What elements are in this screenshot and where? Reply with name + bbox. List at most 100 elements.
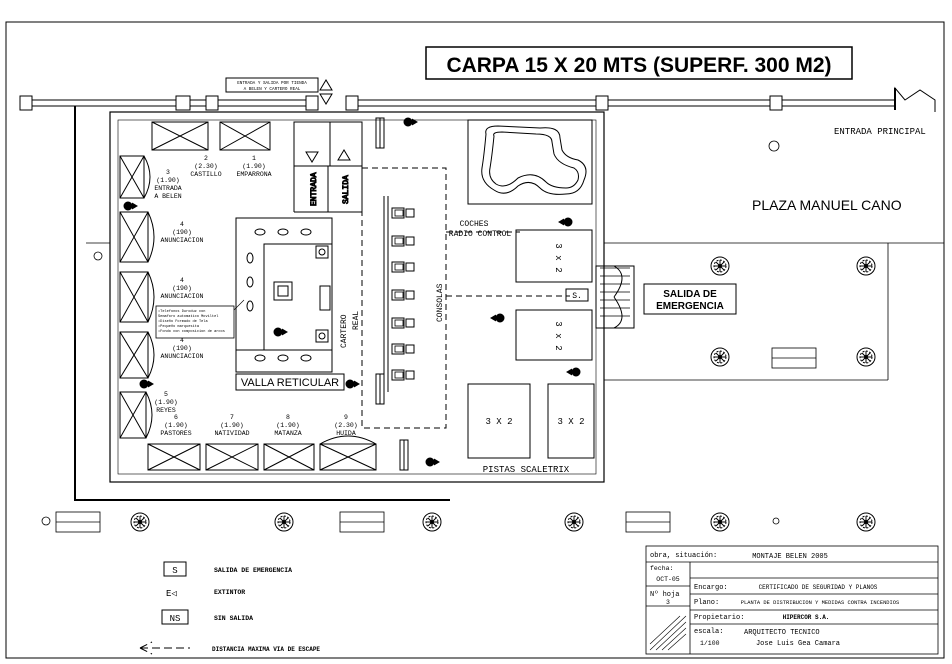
scene-7-h: (1.90) [220, 422, 243, 429]
benches [375, 117, 409, 471]
sheet-frame [5, 21, 945, 659]
tb-obra-value: MONTAJE BELEN 2005 [752, 553, 828, 561]
mesa-rc-2: 3 x 2 [515, 309, 593, 361]
entrance-corridor: ENTRADA SALIDA [293, 121, 363, 213]
tb-arquitecto-value: Jose Luis Gea Camara [756, 640, 840, 648]
scene-4a-name: ANUNCIACION [161, 237, 204, 244]
scene-4a-h: (190) [172, 229, 192, 236]
telefono-note: •Telefonos Duroduz con Semaforo automati… [155, 299, 245, 339]
telefono-note-4: •Pequeño marquesita [158, 324, 200, 329]
scene-1-h: (1.90) [242, 163, 265, 170]
title-box: CARPA 15 X 20 MTS (SUPERF. 300 M2) [425, 46, 853, 80]
scene-5-num: 5 [164, 391, 168, 398]
scene-5-name: REYES [156, 407, 176, 414]
mesa-rc-2-c: 2 [553, 345, 563, 350]
entrance-note-line-1: ENTRADA Y SALIDA POR TIENDA [237, 81, 307, 86]
title-block-text: obra, situación: MONTAJE BELEN 2005 fech… [650, 552, 899, 648]
salida-emergencia-line-1: SALIDA DE [663, 289, 717, 300]
scene-1-name: EMPARRONA [236, 171, 271, 178]
racetrack [467, 119, 593, 205]
salida-label: SALIDA [342, 175, 351, 204]
title-block [645, 545, 939, 655]
scene-7-num: 7 [230, 414, 234, 421]
legend-text-ns: SIN SALIDA [214, 615, 253, 622]
scene-3-num: 3 [166, 169, 170, 176]
scene-2-h: (2.30) [194, 163, 217, 170]
emergency-exit: SALIDA DE EMERGENCIA S. [565, 265, 737, 329]
mesa-rc-2-b: x [553, 333, 563, 338]
scene-6-num: 6 [174, 414, 178, 421]
scene-1-num: 1 [252, 155, 256, 162]
cartero-label-1: CARTERO [340, 314, 349, 348]
tb-hoja-label: Nº hoja [650, 591, 679, 599]
telefono-note-3: •Diseño Formado de Tela [158, 319, 208, 324]
mesa-rc-1-a: 3 [553, 243, 563, 248]
scene-8-name: MATANZA [274, 430, 301, 437]
trees [130, 256, 876, 532]
legend-symbol-s: S [172, 566, 177, 576]
legend-symbol-e: E◁ [166, 589, 177, 599]
tb-propietario-value: HIPERCOR S.A. [783, 614, 830, 621]
plan-title: CARPA 15 X 20 MTS (SUPERF. 300 M2) [446, 54, 831, 77]
scene-9-num: 9 [344, 414, 348, 421]
legend-text-arrow: DISTANCIA MAXIMA VIA DE ESCAPE [212, 646, 320, 653]
plaza-label: PLAZA MANUEL CANO [752, 197, 902, 213]
tb-escala-value: 1/100 [700, 640, 720, 647]
legend-arrow [139, 641, 190, 655]
scene-2-name: CASTILLO [190, 171, 221, 178]
scene-2-num: 2 [204, 155, 208, 162]
scene-8-h: (1.90) [276, 422, 299, 429]
scene-3-name2: A BELEN [154, 193, 181, 200]
tb-arquitecto-label: ARQUITECTO TECNICO [744, 629, 820, 637]
scene-4a-num: 4 [180, 221, 184, 228]
scene-4c-name: ANUNCIACION [161, 353, 204, 360]
cartero-label-2: REAL [352, 311, 361, 330]
outer-wall [74, 106, 450, 501]
mesa-scaletrix-1-label: 3 X 2 [485, 417, 512, 427]
tent-outline [109, 111, 605, 483]
legend-text-e: EXTINTOR [214, 589, 245, 596]
s-box-label: S. [572, 292, 582, 301]
mesa-scaletrix-1: 3 X 2 [467, 383, 531, 459]
scene-4b-name: ANUNCIACION [161, 293, 204, 300]
scene-4b-h: (190) [172, 285, 192, 292]
tb-obra-label: obra, situación: [650, 552, 717, 560]
central-stand [235, 217, 333, 373]
telefono-note-2: Semaforo automatico Moviltel [158, 314, 218, 319]
mesa-scaletrix-2-label: 3 X 2 [557, 417, 584, 427]
legend-symbol-ns: NS [170, 614, 181, 624]
legend-text-s: SALIDA DE EMERGENCIA [214, 567, 292, 574]
plaza-bands [41, 140, 944, 533]
consolas-label: CONSOLAS [436, 283, 445, 322]
coches-label-1: COCHES [460, 220, 489, 229]
scene-3-name: ENTRADA [154, 185, 181, 192]
pistas-label: PISTAS SCALETRIX [483, 465, 570, 475]
tb-encargo-value: CERTIFICADO DE SEGURIDAD Y PLANOS [759, 584, 878, 591]
scene-4c-num: 4 [180, 337, 184, 344]
entrada-label: ENTRADA [310, 172, 319, 206]
telefono-note-1: •Telefonos Duroduz con [158, 309, 205, 314]
scene-6-name: PASTORES [160, 430, 191, 437]
scene-6-h: (1.90) [164, 422, 187, 429]
mesa-rc-1-b: x [553, 255, 563, 260]
valla-box [235, 373, 345, 391]
scene-8-num: 8 [286, 414, 290, 421]
tb-plano-label: Plano: [694, 599, 719, 607]
mesa-rc-1: 3 x 2 [515, 229, 593, 283]
entrance-note-line-2: A BELEN Y CARTERO REAL [244, 87, 301, 92]
scene-3-h: (1.90) [156, 177, 179, 184]
entrance-note: ENTRADA Y SALIDA POR TIENDA A BELEN Y CA… [225, 77, 333, 105]
valla-label: VALLA RETICULAR [241, 377, 339, 389]
tb-hoja-value: 3 [666, 599, 670, 606]
extinguisher-icons [123, 117, 581, 467]
scene-5-h: (1.90) [154, 399, 177, 406]
tb-fecha-label: fecha: [650, 565, 673, 572]
salida-emergencia-line-2: EMERGENCIA [656, 301, 724, 312]
mesa-scaletrix-2: 3 X 2 [547, 383, 595, 459]
scene-4c-h: (190) [172, 345, 192, 352]
entrada-principal-label: ENTRADA PRINCIPAL [834, 127, 926, 137]
mesa-rc-1-c: 2 [553, 267, 563, 272]
legend: S SALIDA DE EMERGENCIA E◁ EXTINTOR NS SI… [139, 561, 320, 655]
scene-labels: 1 (1.90) EMPARRONA 2 (2.30) CASTILLO 3 (… [154, 155, 357, 437]
